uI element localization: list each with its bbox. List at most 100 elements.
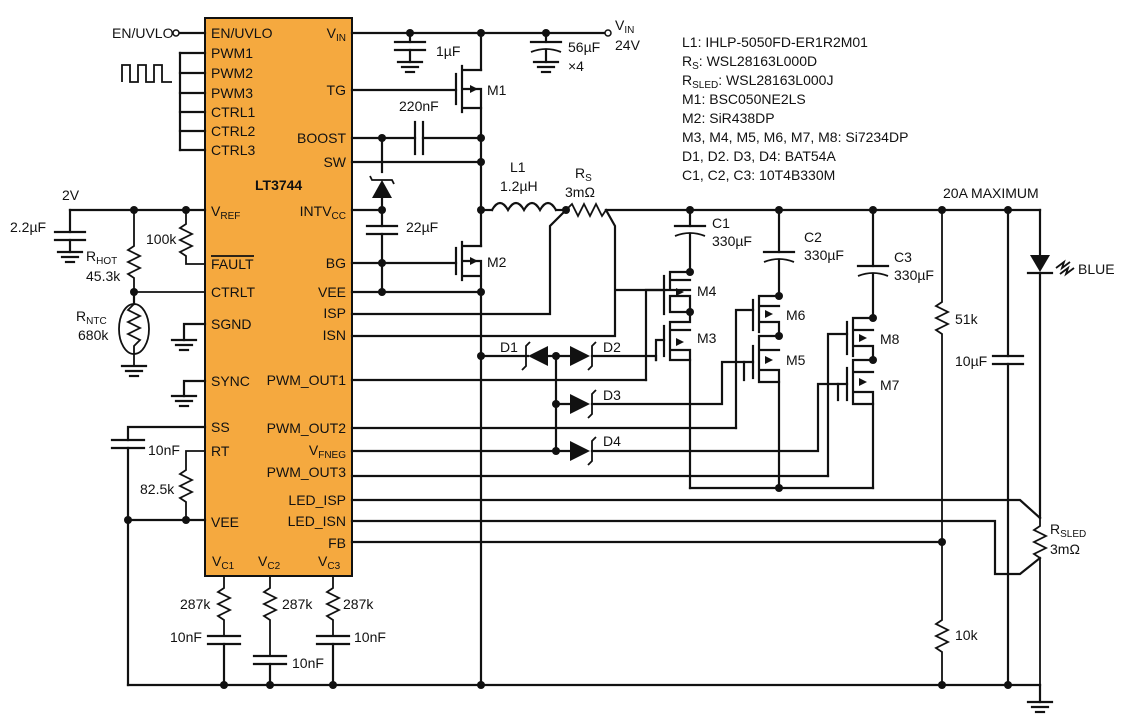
pin-pwm-out3: PWM_OUT3 — [267, 464, 347, 480]
sw-node — [477, 158, 485, 166]
m43-gate-wire — [644, 288, 666, 382]
pin-ctrlt: CTRLT — [211, 284, 256, 300]
bom-line-7: D1, D2. D3, D4: BAT54A — [682, 148, 836, 164]
mosfet-switches: M4 M3 M6 M5 M8 M7 — [614, 268, 900, 492]
rail-node-vc1 — [220, 681, 228, 689]
c2-name: C2 — [804, 229, 822, 245]
r-287k-3-label: 287k — [343, 596, 374, 612]
d1-label: D1 — [500, 339, 518, 355]
c-56uf-label: 56µF — [568, 39, 600, 55]
vin-input-stage: VIN 24V 1µF 56µF ×4 M1 220n — [350, 17, 641, 687]
m3-body — [668, 310, 692, 362]
output-stage: L1 1.2µH RS 3mΩ 20A MAXIMUM — [350, 159, 1042, 338]
pin-intvcc: INTVCC — [300, 203, 346, 222]
led-diode-icon — [1030, 255, 1050, 272]
m8-mid-node — [869, 356, 877, 364]
sync-wire — [182, 379, 207, 398]
c-10nf-1-label: 10nF — [170, 629, 202, 645]
m2-label: M2 — [487, 254, 507, 270]
m87-gate-wire — [826, 332, 849, 478]
m3-label: M3 — [697, 330, 717, 346]
vin-terminal — [604, 29, 612, 37]
pin-ctrl2: CTRL2 — [211, 123, 256, 139]
m87-gate-wire-2 — [836, 382, 849, 402]
pin-vee-left: VEE — [211, 514, 239, 530]
m1-arrow — [470, 85, 478, 93]
bom-line-3: RSLED: WSL28163L000J — [682, 72, 833, 91]
chip-name: LT3744 — [255, 177, 302, 193]
pin-pwm3: PWM3 — [211, 85, 253, 101]
pin-pwm2: PWM2 — [211, 65, 253, 81]
m3-arrow — [676, 338, 684, 346]
chip-body — [204, 17, 353, 577]
r-10k-label: 10k — [955, 627, 979, 643]
r-82-5k-label: 82.5k — [140, 481, 175, 497]
pin-tg: TG — [327, 82, 346, 98]
gate-drive-diodes: D1 D2 D3 D4 — [350, 339, 840, 478]
lt3744-chip: LT3744 EN/UVLO PWM1 PWM2 PWM3 CTRL1 CTRL… — [204, 17, 353, 577]
m7-arrow — [859, 378, 867, 386]
bom-line-6: M3, M4, M5, M6, M7, M8: Si7234DP — [682, 129, 908, 145]
pin-boost: BOOST — [297, 130, 346, 146]
m4-body — [668, 270, 692, 314]
isp-wire — [350, 208, 568, 316]
r-100k-resistor — [177, 210, 205, 265]
r51k-resistor — [933, 210, 951, 685]
rhot-value: 45.3k — [86, 268, 121, 284]
vc3-resistor — [324, 576, 342, 636]
pin-isp: ISP — [323, 305, 346, 321]
m6-arrow — [765, 310, 773, 318]
vin-voltage: 24V — [615, 37, 641, 53]
pin-pwm-out2: PWM_OUT2 — [267, 420, 347, 436]
l1-inductor-icon — [490, 201, 558, 213]
rail-node-vc2 — [266, 681, 274, 689]
bom-line-4: M1: BSC050NE2LS — [682, 91, 806, 107]
m2-channel — [460, 240, 483, 294]
c-220nf-label: 220nF — [399, 98, 439, 114]
r-51k-label: 51k — [955, 311, 979, 327]
m2-arrow — [470, 257, 478, 265]
m5-arrow — [765, 356, 773, 364]
rhot-resistor — [125, 210, 205, 293]
l1-value: 1.2µH — [500, 178, 538, 194]
pin-ctrl1: CTRL1 — [211, 104, 256, 120]
pin-vee-right: VEE — [318, 284, 346, 300]
rs-resistor — [565, 201, 607, 219]
m65-gate-wire-2 — [742, 360, 755, 382]
rsled-value: 3mΩ — [1050, 541, 1080, 557]
fet-bottom-node-1 — [775, 484, 783, 492]
compensation-networks: 287k 10nF 287k 10nF 287k 10nF — [170, 576, 386, 687]
c3-value: 330µF — [894, 267, 934, 283]
isn-wire — [350, 208, 617, 338]
c-10nf-2-label: 10nF — [292, 655, 324, 671]
v2-label: 2V — [62, 187, 80, 203]
d4-diode-icon — [570, 441, 590, 461]
m5-body — [757, 334, 781, 384]
d2-diode-icon — [570, 346, 590, 366]
m43-gate-wire-2 — [654, 338, 666, 362]
bill-of-materials: L1: IHLP-5050FD-ER1R2M01 RS: WSL28163L00… — [682, 34, 908, 183]
d2-right-wire — [590, 354, 658, 362]
bom-line-5: M2: SiR438DP — [682, 110, 775, 126]
pin-isn: ISN — [323, 327, 346, 343]
pin-led-isn: LED_ISN — [288, 513, 346, 529]
vee-left-node-1 — [124, 516, 132, 524]
pin-pwm1: PWM1 — [211, 45, 253, 61]
led-isp-wire — [350, 498, 1042, 520]
led-feedback: 51k 10k 10µF BLUE RSLED 3mΩ — [350, 208, 1115, 687]
m6-mid-node — [775, 332, 783, 340]
fb-node — [938, 538, 946, 546]
en-uvlo-label: EN/UVLO — [112, 25, 174, 41]
r-287k-2-label: 287k — [282, 596, 313, 612]
chip-left-pins: EN/UVLO PWM1 PWM2 PWM3 CTRL1 CTRL2 CTRL3… — [211, 25, 273, 530]
m5-label: M5 — [786, 352, 806, 368]
pin-vc3: VC3 — [318, 553, 341, 572]
pwm-waveform-icon — [121, 64, 172, 83]
rntc-label: RNTC — [76, 308, 107, 327]
pin-sw: SW — [323, 154, 346, 170]
d3-diode-icon — [570, 394, 590, 414]
c-10uf-label: 10µF — [955, 353, 987, 369]
r-82-5k-resistor — [177, 450, 205, 520]
vee-right-node-1 — [378, 288, 386, 296]
